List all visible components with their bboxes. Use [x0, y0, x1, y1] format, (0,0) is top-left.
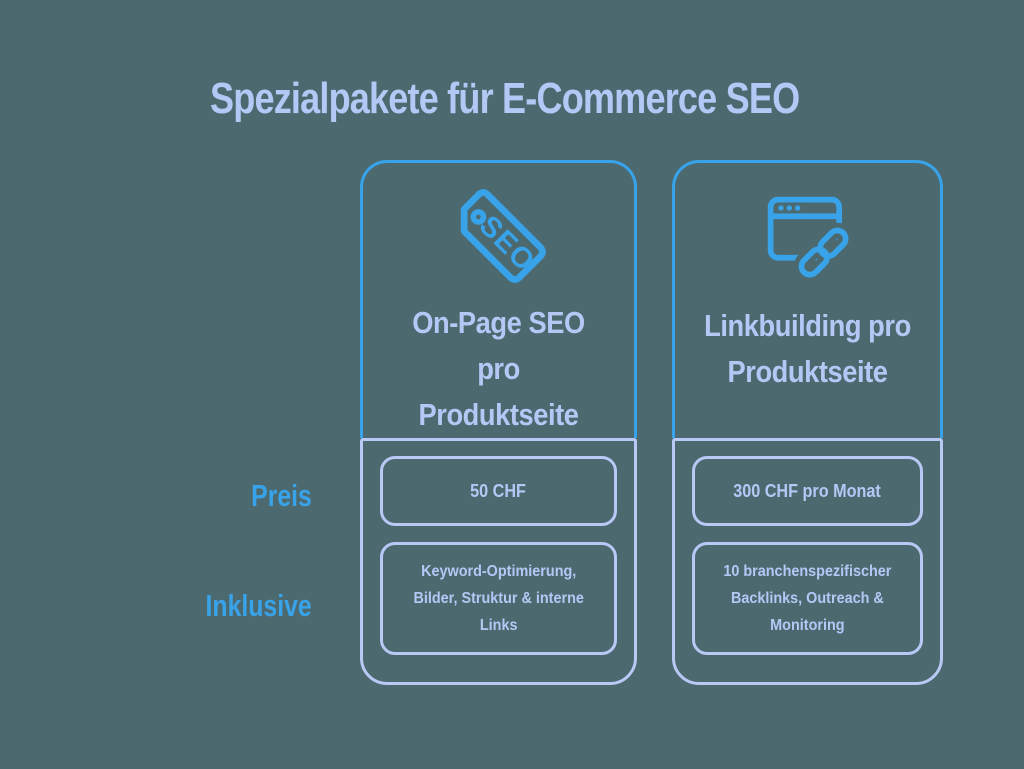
card-title: Linkbuilding pro Produktseite: [704, 308, 911, 389]
row-label-inklusive: Inklusive: [205, 588, 312, 623]
price-value: 300 CHF pro Monat: [733, 480, 882, 501]
inclusive-value: 10 branchenspezifischer Backlinks, Outre…: [723, 563, 892, 634]
inclusive-box: Keyword-Optimierung, Bilder, Struktur & …: [380, 542, 617, 655]
card-header: Linkbuilding pro Produktseite: [672, 160, 943, 438]
page-title: Spezialpakete für E-Commerce SEO: [210, 74, 800, 123]
package-card-onpage-seo: SEO On-Page SEO pro Produktseite 50 CHF …: [360, 160, 637, 685]
inclusive-box: 10 branchenspezifischer Backlinks, Outre…: [692, 542, 923, 655]
card-title: On-Page SEO pro Produktseite: [412, 305, 585, 432]
inclusive-value: Keyword-Optimierung, Bilder, Struktur & …: [413, 563, 584, 634]
price-value: 50 CHF: [470, 480, 527, 501]
price-box: 300 CHF pro Monat: [692, 456, 923, 526]
card-body: 50 CHF Keyword-Optimierung, Bilder, Stru…: [360, 438, 637, 685]
browser-link-icon: [754, 179, 862, 295]
package-card-linkbuilding: Linkbuilding pro Produktseite 300 CHF pr…: [672, 160, 943, 685]
card-header: SEO On-Page SEO pro Produktseite: [360, 160, 637, 438]
card-body: 300 CHF pro Monat 10 branchenspezifische…: [672, 438, 943, 685]
seo-tag-icon: SEO: [443, 179, 555, 292]
price-box: 50 CHF: [380, 456, 617, 526]
row-label-preis: Preis: [251, 478, 312, 513]
